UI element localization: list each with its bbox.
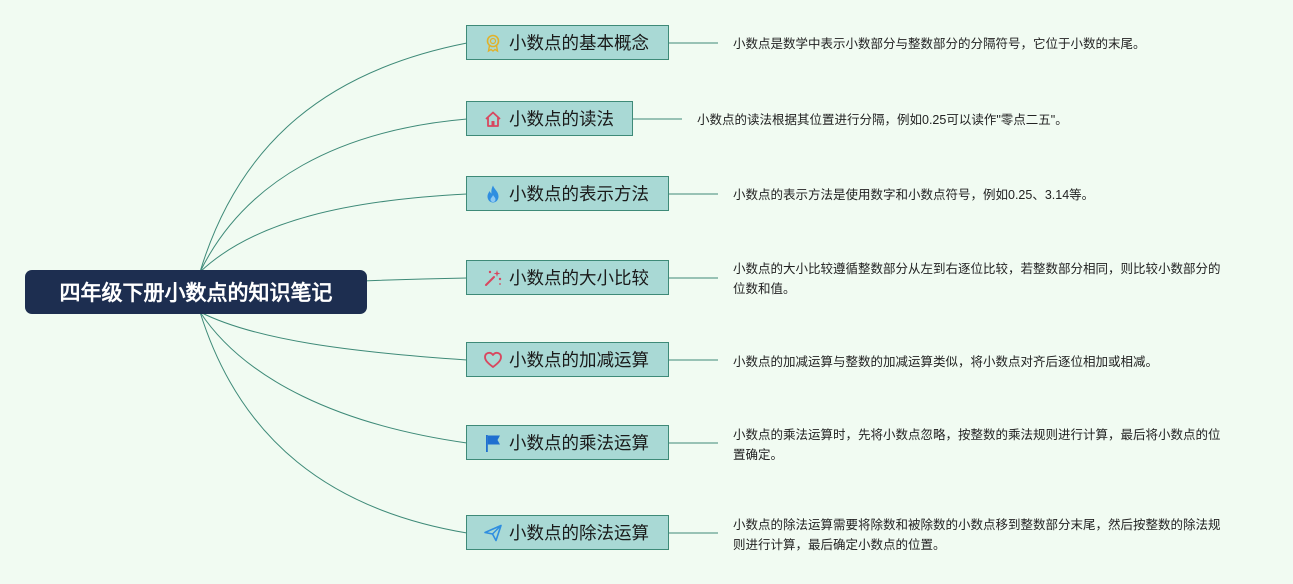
fire-icon [483,184,503,204]
paper-plane-icon [483,523,503,543]
branch-description: 小数点的加减运算与整数的加减运算类似，将小数点对齐后逐位相加或相减。 [733,355,1159,369]
root-link-2 [199,118,468,273]
branch-node-division[interactable]: 小数点的除法运算 [466,515,669,550]
root-node[interactable]: 四年级下册小数点的知识笔记 [25,270,367,314]
root-link-1 [199,42,468,273]
root-link-6 [199,311,468,444]
branch-description: 小数点的大小比较遵循整数部分从左到右逐位比较，若整数部分相同，则比较小数部分的位… [733,262,1221,296]
branch-label: 小数点的乘法运算 [509,433,649,453]
branch-node-notation[interactable]: 小数点的表示方法 [466,176,669,211]
branch-description: 小数点的乘法运算时，先将小数点忽略，按整数的乘法规则进行计算，最后将小数点的位置… [733,428,1221,462]
flag-icon [483,433,503,453]
branch-label: 小数点的加减运算 [509,350,649,370]
home-icon [483,109,503,129]
branch-node-add-subtract[interactable]: 小数点的加减运算 [466,342,669,377]
award-icon [483,33,503,53]
root-link-5 [199,311,468,361]
branch-label: 小数点的读法 [509,109,614,129]
branch-description: 小数点的除法运算需要将除数和被除数的小数点移到整数部分末尾，然后按整数的除法规则… [733,518,1221,552]
sparkle-wand-icon [483,268,503,288]
branch-label: 小数点的表示方法 [509,184,649,204]
root-link-7 [199,311,468,534]
branch-label: 小数点的大小比较 [509,268,649,288]
branch-node-reading[interactable]: 小数点的读法 [466,101,633,136]
branch-node-multiplication[interactable]: 小数点的乘法运算 [466,425,669,460]
branch-node-comparison[interactable]: 小数点的大小比较 [466,260,669,295]
branch-description: 小数点的读法根据其位置进行分隔，例如0.25可以读作"零点二五"。 [697,113,1068,127]
branch-description: 小数点的表示方法是使用数字和小数点符号，例如0.25、3.14等。 [733,188,1095,202]
root-title: 四年级下册小数点的知识笔记 [59,282,333,305]
branch-description: 小数点是数学中表示小数部分与整数部分的分隔符号，它位于小数的末尾。 [733,37,1146,51]
branch-label: 小数点的除法运算 [509,523,649,543]
branch-node-basic-concept[interactable]: 小数点的基本概念 [466,25,669,60]
heart-icon [483,350,503,370]
branch-label: 小数点的基本概念 [509,33,649,53]
root-link-3 [199,193,468,273]
